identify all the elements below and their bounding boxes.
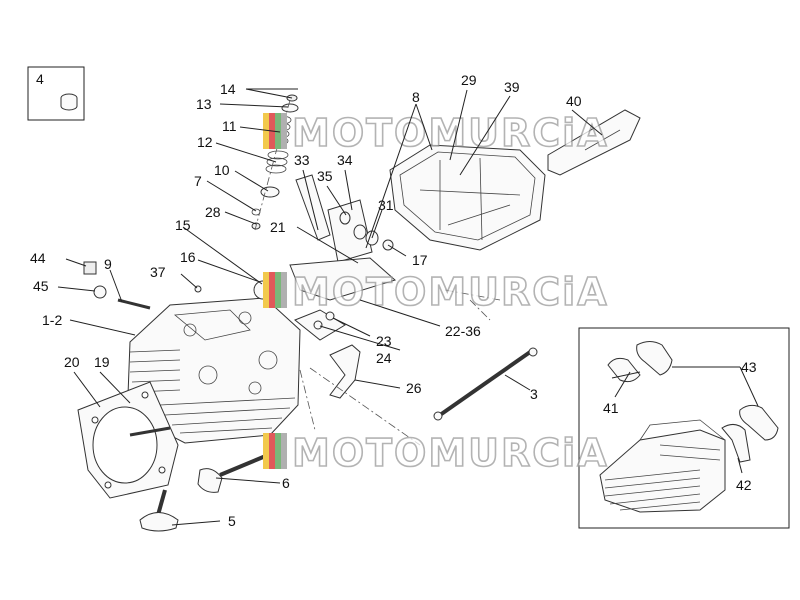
cover-strip-40: [547, 109, 641, 176]
label-23: 23: [376, 333, 392, 349]
label-20: 20: [64, 354, 80, 370]
label-21: 21: [270, 219, 286, 235]
label-45: 45: [33, 278, 49, 294]
label-37: 37: [150, 264, 166, 280]
valves: [139, 453, 269, 532]
watermark-bottom: MOTOMURCiA: [263, 430, 609, 476]
head-cover: [389, 144, 546, 251]
label-9: 9: [104, 256, 112, 272]
label-19: 19: [94, 354, 110, 370]
label-40: 40: [566, 93, 582, 109]
label-28: 28: [205, 204, 221, 220]
label-44: 44: [30, 250, 46, 266]
label-31: 31: [378, 197, 394, 213]
label-5: 5: [228, 513, 236, 529]
cylinder-head: [127, 297, 301, 444]
inset-box-41-43: [578, 327, 790, 529]
label-3: 3: [530, 386, 538, 402]
label-14: 14: [220, 81, 236, 97]
label-10: 10: [214, 162, 230, 178]
label-35: 35: [317, 168, 333, 184]
label-34: 34: [337, 152, 353, 168]
label-16: 16: [180, 249, 196, 265]
label-7: 7: [194, 173, 202, 189]
label-42: 42: [736, 477, 752, 493]
part-labels: 4 14 13 11 12 10 7 28 15 16 37 44 45 9 1…: [30, 71, 757, 529]
head-gasket: [77, 381, 179, 499]
label-11: 11: [222, 118, 237, 134]
label-13: 13: [196, 96, 212, 112]
label-1-2: 1-2: [42, 312, 62, 328]
svg-text:MOTOMURCiA: MOTOMURCiA: [292, 270, 609, 314]
label-24: 24: [376, 350, 392, 366]
label-6: 6: [282, 475, 290, 491]
leader-lines: [57, 88, 759, 526]
label-33: 33: [294, 152, 310, 168]
stud-3: [433, 347, 538, 421]
part-4-inset-box: [27, 66, 85, 121]
label-29: 29: [461, 72, 477, 88]
label-17: 17: [412, 252, 428, 268]
watermark-top: MOTOMURCiA: [263, 110, 609, 156]
label-41: 41: [603, 400, 619, 416]
label-15: 15: [175, 217, 191, 233]
label-12: 12: [197, 134, 213, 150]
watermark-middle: MOTOMURCiA: [263, 269, 609, 315]
svg-text:MOTOMURCiA: MOTOMURCiA: [292, 431, 609, 475]
label-22-36: 22-36: [445, 323, 481, 339]
svg-text:MOTOMURCiA: MOTOMURCiA: [292, 111, 609, 155]
label-39: 39: [504, 79, 520, 95]
bracket-26: [329, 344, 361, 399]
label-8: 8: [412, 89, 420, 105]
label-4: 4: [36, 71, 44, 87]
label-43: 43: [741, 359, 757, 375]
label-26: 26: [406, 380, 422, 396]
